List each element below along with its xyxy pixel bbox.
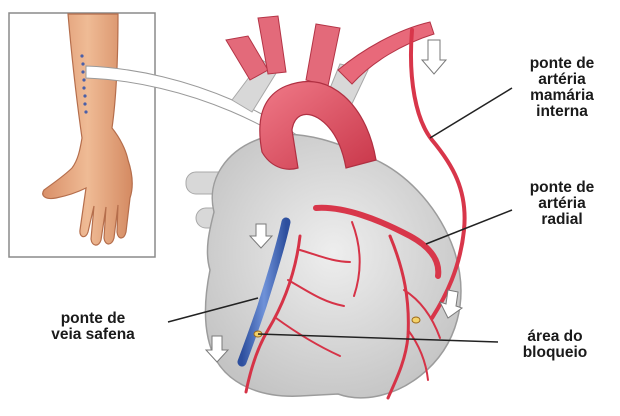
label-saphenous-vein-graft: ponte de veia safena [18, 311, 168, 343]
label-internal-mammary-graft: ponte de artéria mamária interna [508, 56, 616, 120]
label-blockage-area: área do bloqueio [496, 329, 614, 361]
forearm-inset [9, 13, 155, 257]
label-radial-artery-graft: ponte de artéria radial [508, 180, 616, 228]
